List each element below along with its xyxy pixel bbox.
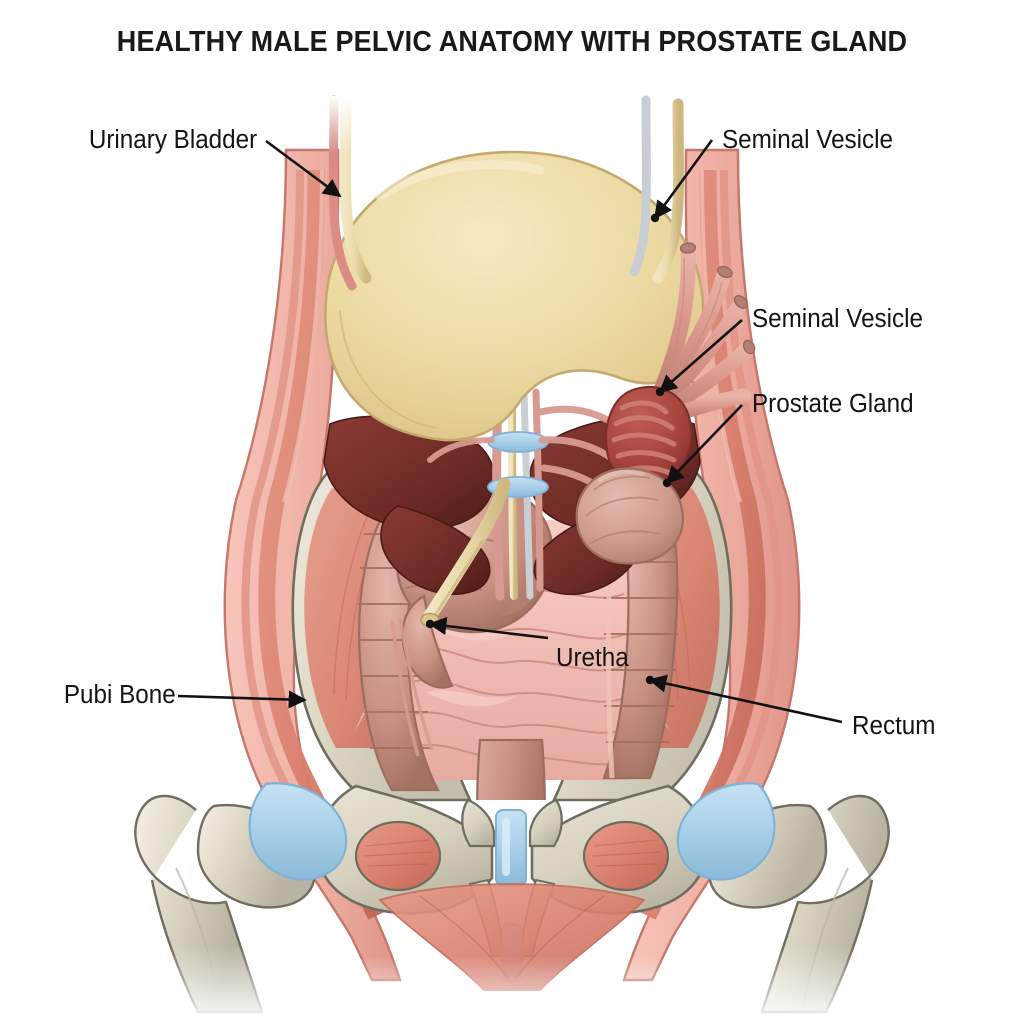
leader-prostate-gland bbox=[665, 404, 743, 485]
hip-cartilage-left bbox=[248, 782, 348, 881]
hip-joint-right bbox=[676, 782, 890, 1024]
leader-uretha bbox=[428, 616, 549, 640]
label-rectum: Rectum bbox=[852, 712, 936, 740]
seminal-vesicle-body bbox=[605, 385, 693, 487]
hip-cartilage-right bbox=[676, 782, 776, 881]
ureter-right bbox=[652, 98, 685, 284]
leader-seminal-vesicle-2 bbox=[658, 319, 743, 394]
hip-joint-left bbox=[134, 782, 348, 1024]
label-uretha: Uretha bbox=[556, 644, 629, 672]
leader-seminal-vesicle-1 bbox=[653, 139, 714, 220]
vessel-ring-upper bbox=[487, 431, 549, 453]
leader-rectum bbox=[648, 674, 843, 724]
leader-pubi-bone bbox=[177, 690, 307, 709]
ureters-and-vessels bbox=[326, 95, 685, 291]
leader-urinary-bladder bbox=[265, 139, 342, 198]
label-seminal-vesicle-1: Seminal Vesicle bbox=[722, 126, 894, 154]
obturator-foramen-left bbox=[354, 820, 442, 892]
obturator-foramen-right bbox=[582, 820, 670, 892]
mesenteric-vessels bbox=[390, 617, 434, 757]
leader-lines bbox=[177, 139, 843, 724]
leader-dots bbox=[425, 213, 672, 685]
pelvic-floor-muscle bbox=[360, 883, 664, 1024]
label-seminal-vesicle-2: Seminal Vesicle bbox=[752, 305, 924, 333]
urinary-bladder bbox=[324, 150, 705, 442]
label-prostate-gland: Prostate Gland bbox=[752, 390, 914, 418]
label-pubi-bone: Pubi Bone bbox=[64, 681, 176, 709]
label-urinary-bladder: Urinary Bladder bbox=[88, 126, 257, 154]
page-title: HEALTHY MALE PELVIC ANATOMY WITH PROSTAT… bbox=[116, 26, 908, 58]
prostate-gland bbox=[575, 467, 685, 565]
rectum bbox=[476, 738, 546, 800]
nerve-bundle bbox=[629, 95, 651, 277]
